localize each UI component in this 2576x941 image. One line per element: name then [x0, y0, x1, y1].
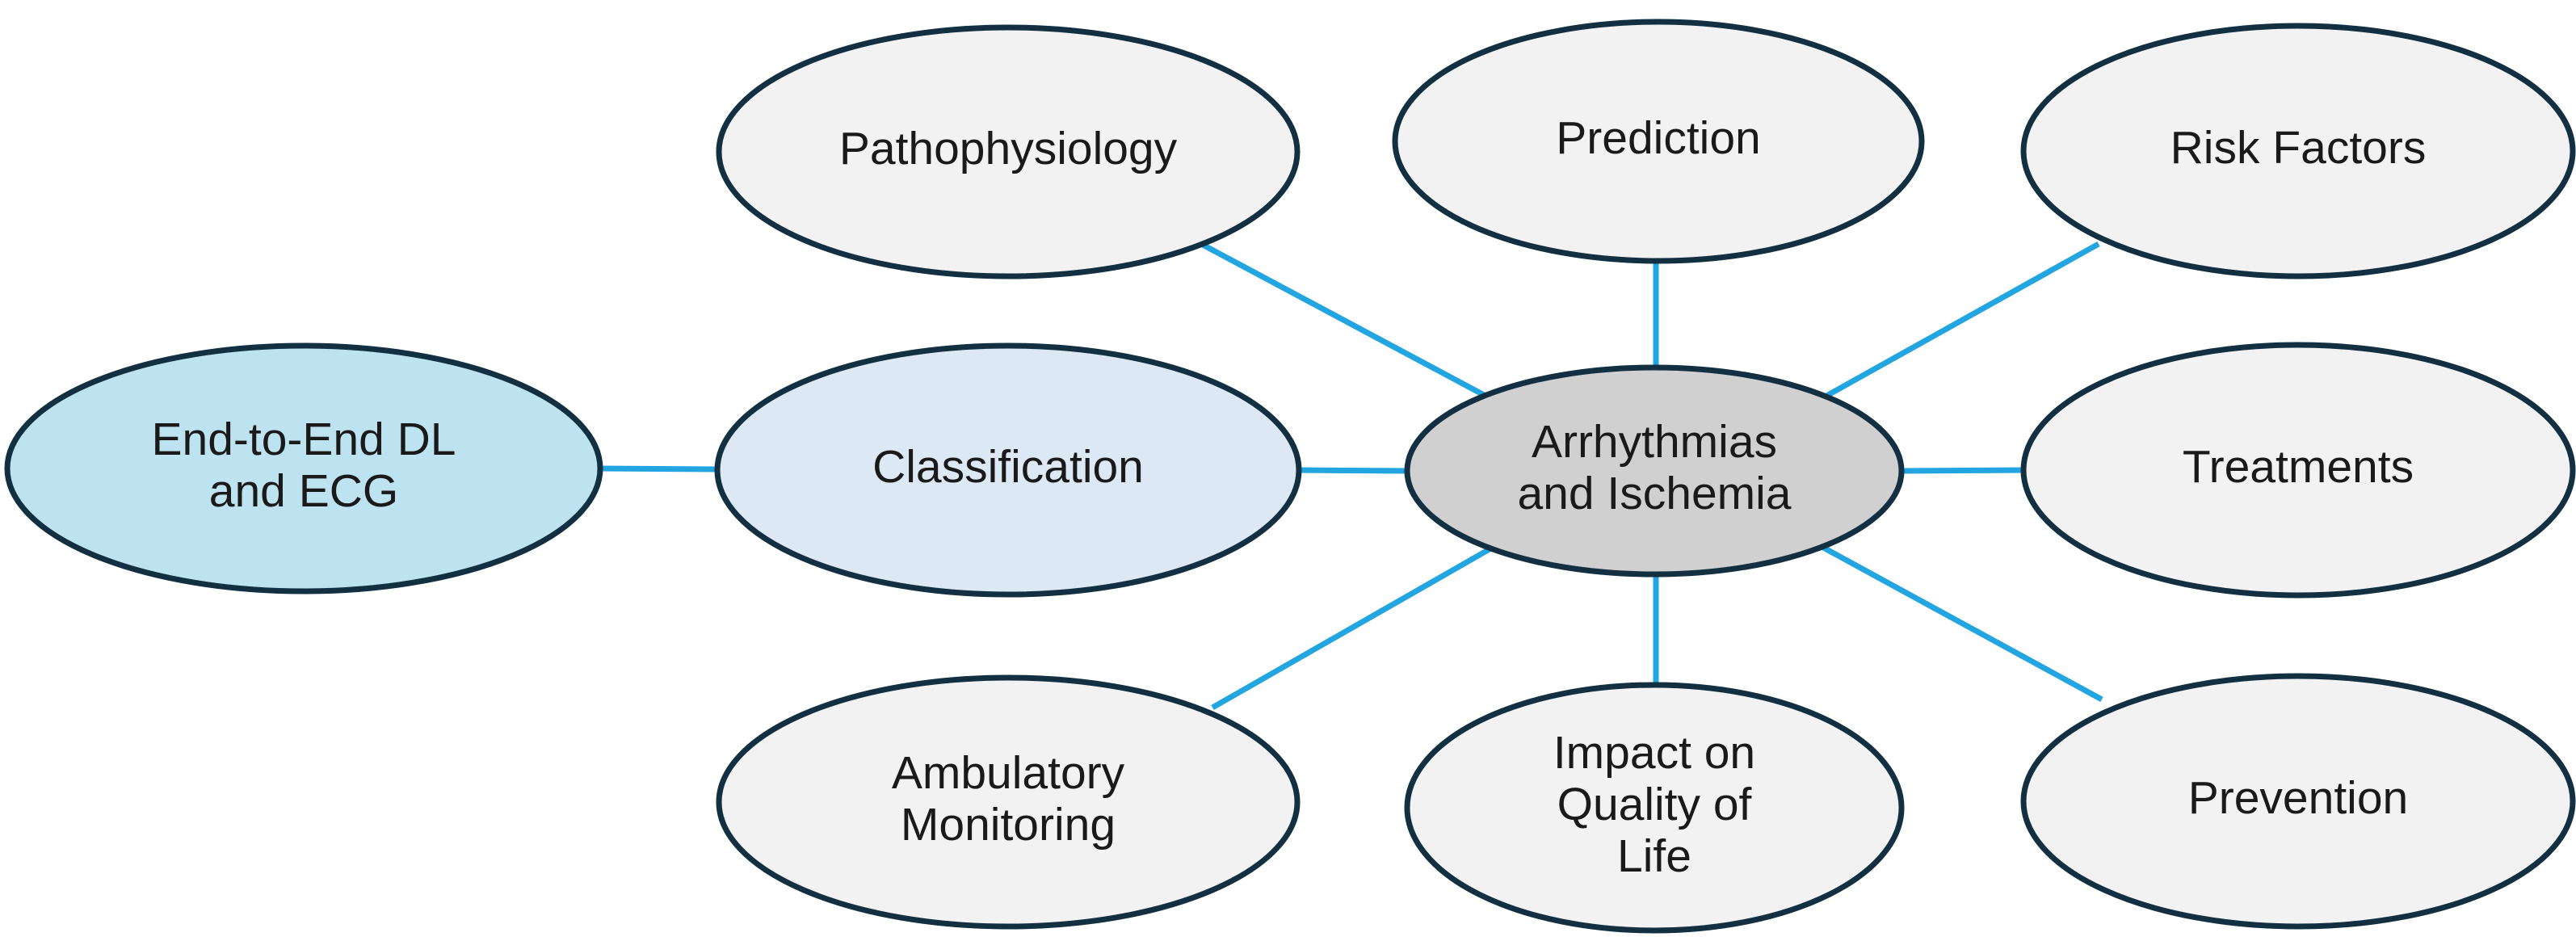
node-prevention[interactable]: Prevention: [2020, 673, 2576, 930]
node-label-line: Prediction: [1556, 112, 1760, 164]
node-label-risk-factors: Risk Factors: [2170, 122, 2427, 174]
node-ellipse-impact-on-quality-of-life[interactable]: [1404, 682, 1905, 934]
edges-layer: [596, 241, 2103, 711]
node-label-line: Pathophysiology: [839, 123, 1178, 174]
node-label-line: Arrhythmias: [1532, 416, 1777, 468]
edge-prevention-to-arrhythmias-and-ischemia: [1816, 541, 2103, 703]
node-label-line: Impact on: [1553, 727, 1755, 779]
node-ellipse-end-to-end-dl-and-ecg[interactable]: [4, 342, 603, 594]
node-label-line: Life: [1617, 830, 1691, 882]
node-label-line: and Ischemia: [1517, 468, 1791, 519]
edge-classification-to-arrhythmias-and-ischemia: [1296, 467, 1410, 474]
node-pathophysiology[interactable]: Pathophysiology: [716, 24, 1301, 279]
edge-treatments-to-arrhythmias-and-ischemia: [1900, 467, 2025, 474]
node-ellipse-prevention[interactable]: [2020, 673, 2576, 930]
node-risk-factors[interactable]: Risk Factors: [2020, 23, 2576, 279]
node-ellipse-pathophysiology[interactable]: [716, 24, 1301, 279]
node-ellipse-classification[interactable]: [714, 342, 1302, 598]
node-label-line: Ambulatory: [892, 747, 1125, 799]
node-label-prevention: Prevention: [2188, 772, 2409, 824]
edge-end-to-end-dl-and-ecg-to-classification: [596, 465, 718, 473]
node-label-line: Prevention: [2188, 772, 2409, 824]
node-ellipse-treatments[interactable]: [2020, 342, 2576, 599]
edge-risk-factors-to-arrhythmias-and-ischemia: [1819, 241, 2100, 402]
node-label-pathophysiology: Pathophysiology: [839, 123, 1178, 174]
node-treatments[interactable]: Treatments: [2020, 342, 2576, 599]
node-prediction[interactable]: Prediction: [1392, 19, 1925, 264]
edge-pathophysiology-to-arrhythmias-and-ischemia: [1200, 241, 1498, 405]
edge-ambulatory-monitoring-to-arrhythmias-and-ischemia: [1211, 540, 1501, 711]
node-classification[interactable]: Classification: [714, 342, 1302, 598]
node-label-line: Quality of: [1557, 779, 1752, 830]
node-ellipse-arrhythmias-and-ischemia[interactable]: [1404, 364, 1905, 578]
node-label-line: Monitoring: [901, 799, 1116, 851]
node-ellipse-prediction[interactable]: [1392, 19, 1925, 264]
node-label-line: Risk Factors: [2170, 122, 2427, 174]
node-label-line: Treatments: [2183, 441, 2414, 493]
node-label-line: and ECG: [209, 465, 398, 517]
node-label-treatments: Treatments: [2183, 441, 2414, 493]
node-label-line: Classification: [872, 441, 1144, 493]
node-label-classification: Classification: [872, 441, 1144, 493]
node-label-line: End-to-End DL: [151, 414, 456, 465]
node-ellipse-risk-factors[interactable]: [2020, 23, 2576, 279]
node-ellipse-ambulatory-monitoring[interactable]: [716, 674, 1301, 930]
node-label-prediction: Prediction: [1556, 112, 1760, 164]
